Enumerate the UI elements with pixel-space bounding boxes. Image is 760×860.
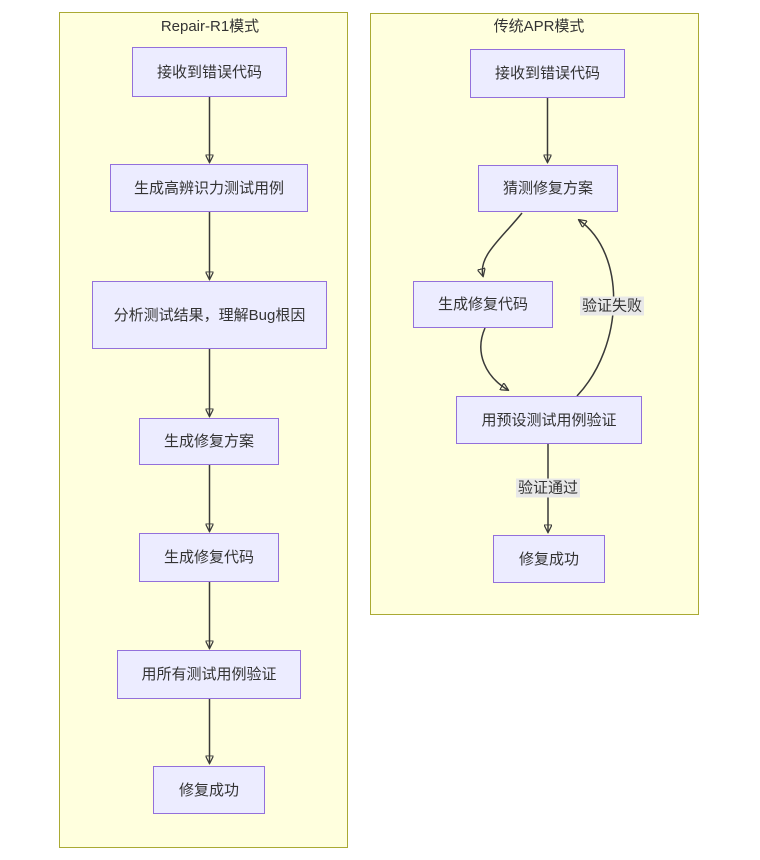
node-fix-success-left: 修复成功 [153,766,265,814]
node-analyze-test-results: 分析测试结果，理解Bug根因 [92,281,327,349]
panel-title-repair-r1: Repair-R1模式 [160,18,260,35]
edge-label-verification-failed: 验证失败 [579,296,645,316]
panel-title-traditional-apr: 传统APR模式 [493,18,585,35]
node-receive-error-code-right: 接收到错误代码 [470,49,625,98]
node-verify-all-tests: 用所有测试用例验证 [117,650,301,699]
node-generate-fix-plan-left: 生成修复方案 [139,418,279,465]
node-guess-fix-plan: 猜测修复方案 [478,165,618,212]
node-verify-preset-tests: 用预设测试用例验证 [456,396,642,444]
node-receive-error-code-left: 接收到错误代码 [132,47,287,97]
node-generate-fix-code-right: 生成修复代码 [413,281,553,328]
node-generate-discriminative-tests: 生成高辨识力测试用例 [110,164,308,212]
node-fix-success-right: 修复成功 [493,535,605,583]
node-generate-fix-code-left: 生成修复代码 [139,533,279,582]
edge-label-verification-passed: 验证通过 [515,478,581,498]
